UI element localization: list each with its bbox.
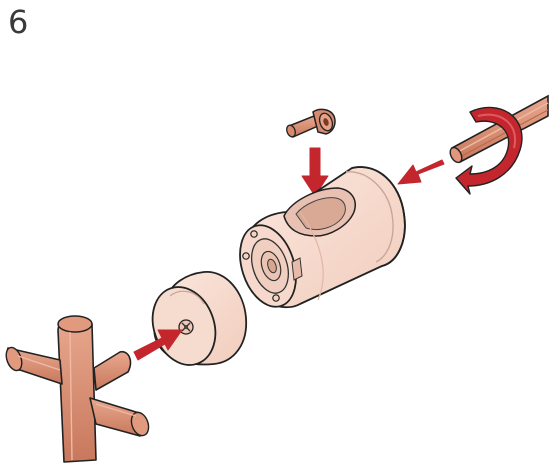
copper-rod <box>449 94 549 164</box>
insert-screw-arrow <box>301 147 329 197</box>
rotate-arrow <box>455 106 523 195</box>
step-number: 6 <box>8 3 29 41</box>
insert-cross-arrow <box>133 329 183 361</box>
insert-rod-arrow <box>397 159 445 185</box>
end-cap-disc <box>151 271 247 366</box>
cap-screw <box>286 108 336 139</box>
cross-knob <box>5 315 150 463</box>
cylindrical-housing <box>239 166 406 309</box>
